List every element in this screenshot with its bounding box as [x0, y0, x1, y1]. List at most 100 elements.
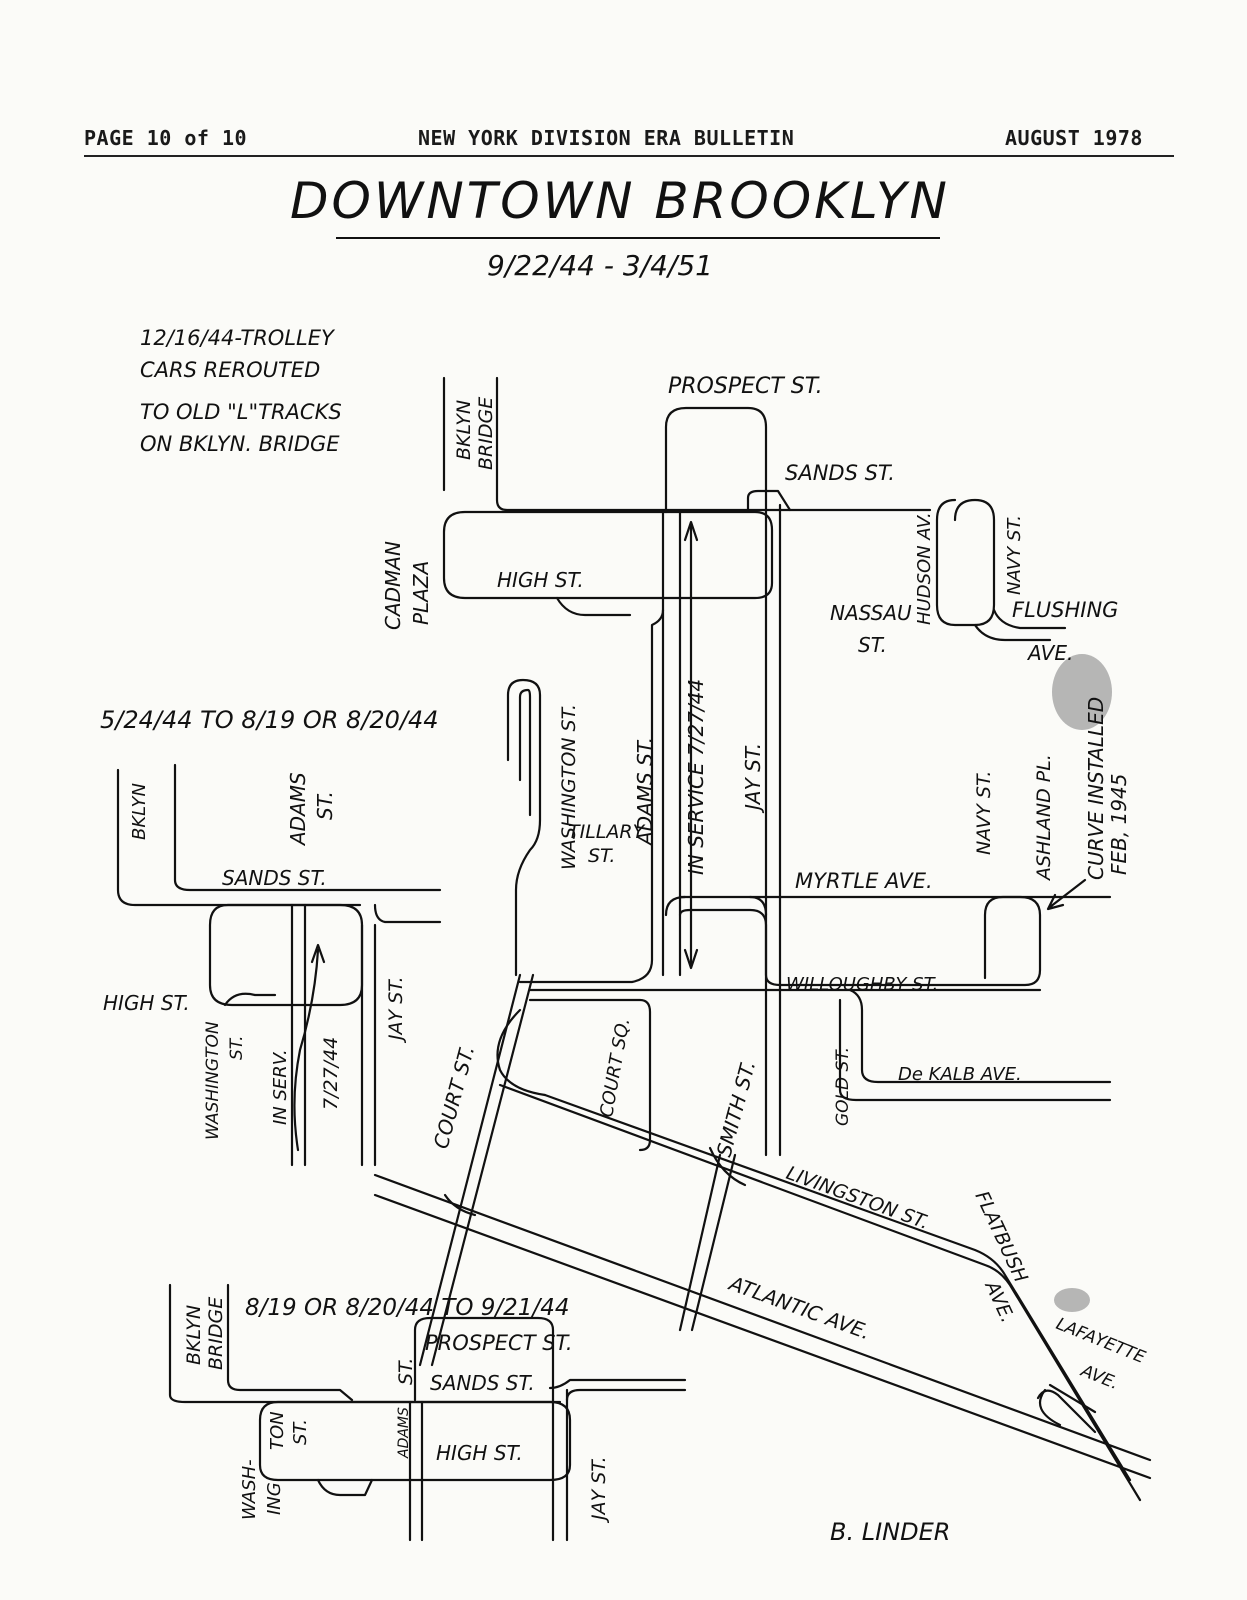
- note-line-1: 12/16/44-TROLLEY: [140, 326, 336, 350]
- flushing-ave-track-2: [973, 623, 1052, 642]
- label-curve-installed: CURVE INSTALLED: [1084, 697, 1108, 880]
- author-signature: B. LINDER: [830, 1518, 950, 1546]
- label-adams-st: ADAMS ST.: [633, 737, 657, 847]
- dekalb-ave-track-1: [848, 988, 1112, 1084]
- inset-2-sands-track: [548, 1378, 687, 1390]
- willoughby-loop: [678, 895, 1042, 987]
- label-myrtle-ave: MYRTLE AVE.: [795, 869, 933, 893]
- inset-1-label-washington-st: ST.: [227, 1035, 247, 1060]
- note-line-4: ON BKLYN. BRIDGE: [140, 432, 340, 456]
- label-navy-st-mid: NAVY ST.: [973, 771, 995, 855]
- inset-1-label-in-serv-date: 7/27/44: [320, 1037, 342, 1110]
- label-curve-date: FEB, 1945: [1107, 774, 1131, 875]
- label-in-service: IN SERVICE 7/27/44: [684, 679, 708, 875]
- publication-title: NEW YORK DIVISION ERA BULLETIN: [418, 126, 795, 150]
- washington-loop: [506, 678, 542, 977]
- note-line-2: CARS REROUTED: [140, 358, 320, 382]
- label-nassau: NASSAU: [830, 601, 912, 625]
- inset-2: 8/19 OR 8/20/44 TO 9/21/44: [168, 1283, 687, 1542]
- inset-2-label-wash: WASH-: [239, 1459, 260, 1520]
- inset-2-label-high-st: HIGH ST.: [436, 1441, 523, 1465]
- sands-st-track: [746, 489, 792, 512]
- label-jay-st: JAY ST.: [741, 743, 765, 814]
- high-st-loop: [442, 510, 774, 600]
- smith-st-west: [678, 1153, 722, 1332]
- inset-1-in-serv-arrow: [293, 943, 326, 1152]
- label-flushing: FLUSHING: [1012, 598, 1118, 622]
- label-navy-st-top: NAVY ST.: [1004, 515, 1025, 595]
- lafayette-ave-track-1: [1048, 1383, 1097, 1414]
- inset-2-label-ton: TON: [267, 1411, 288, 1450]
- inset-2-label-ing: ING: [264, 1482, 285, 1515]
- inset-2-label-bklyn: BKLYN: [183, 1305, 205, 1365]
- atlantic-ave-track-1: [373, 1173, 1152, 1462]
- label-hudson-av: HUDSON AV.: [914, 512, 935, 625]
- inset-1-label-in-serv: IN SERV.: [270, 1049, 291, 1125]
- inset-2-label-st: ST.: [395, 1358, 417, 1385]
- inset-2-label-adams: ADAMS: [396, 1407, 412, 1459]
- inset-1-label-high-st: HIGH ST.: [103, 991, 190, 1015]
- label-tillary: TILLARY: [568, 821, 646, 843]
- lafayette-ave-track-2: [1036, 1389, 1097, 1434]
- label-bklyn: BKLYN: [453, 400, 475, 460]
- label-prospect-st: PROSPECT ST.: [668, 374, 823, 399]
- inset-1-label-adams-st: ST.: [313, 791, 337, 820]
- inset-2-label-sands-st: SANDS ST.: [430, 1371, 535, 1395]
- label-sands-st: SANDS ST.: [785, 461, 895, 485]
- inset-2-label-st-2: ST.: [290, 1419, 311, 1445]
- issue-date: AUGUST 1978: [1005, 126, 1143, 150]
- court-st-curve: [496, 1008, 547, 1097]
- inset-1-labels: BKLYN ADAMS ST. SANDS ST. HIGH ST. JAY S…: [103, 772, 407, 1140]
- smith-st-east: [690, 1153, 737, 1332]
- inset-1-date: 5/24/44 TO 8/19 OR 8/20/44: [100, 706, 439, 734]
- inset-1-label-bklyn: BKLYN: [129, 783, 150, 840]
- label-gold-st: GOLD ST.: [833, 1047, 853, 1126]
- dekalb-ave-track-2: [838, 998, 1112, 1102]
- map-title: DOWNTOWN BROOKLYN: [290, 172, 950, 230]
- label-lafayette: LAFAYETTE: [1053, 1314, 1148, 1368]
- main-map-tracks: [373, 376, 1152, 1502]
- label-nassau-st: ST.: [858, 633, 887, 657]
- note-line-3: TO OLD "L"TRACKS: [140, 400, 342, 424]
- label-flushing-ave: AVE.: [1026, 641, 1073, 665]
- label-flatbush: FLATBUSH: [970, 1188, 1031, 1286]
- atlantic-ave-track-2: [373, 1193, 1152, 1480]
- in-service-arrowhead-top: [683, 520, 699, 542]
- inset-2-label-jay-st: JAY ST.: [588, 1456, 610, 1524]
- inset-1-bridge-east: [173, 763, 442, 892]
- ink-stain-1: [1052, 654, 1112, 730]
- label-lafayette-ave: AVE.: [1077, 1361, 1121, 1394]
- label-court-sq: COURT SQ.: [596, 1016, 634, 1119]
- inset-1-high-loop: [208, 903, 364, 1007]
- inset-2-date: 8/19 OR 8/20/44 TO 9/21/44: [245, 1295, 569, 1321]
- main-map-labels: BKLYN BRIDGE CADMAN PLAZA PROSPECT ST. S…: [381, 374, 1148, 1394]
- label-willoughby-st: WILLOUGHBY ST.: [786, 974, 938, 995]
- label-cadman: CADMAN: [381, 541, 405, 630]
- label-bridge: BRIDGE: [475, 397, 497, 470]
- flushing-ave-track-1: [992, 608, 1067, 630]
- reroute-note: 12/16/44-TROLLEY CARS REROUTED TO OLD "L…: [140, 326, 342, 456]
- label-plaza: PLAZA: [409, 561, 433, 625]
- inset-2-prospect-loop: [413, 1316, 555, 1402]
- inset-1-label-washington: WASHINGTON: [203, 1021, 223, 1140]
- inset-2-label-bridge: BRIDGE: [205, 1297, 227, 1370]
- livingston-st-track-2: [543, 1093, 1132, 1482]
- label-washington-st: WASHINGTON ST.: [558, 704, 580, 870]
- inset-1-label-sands-st: SANDS ST.: [222, 866, 327, 890]
- label-court-st: COURT ST.: [429, 1043, 480, 1151]
- smith-st-curve: [708, 1146, 747, 1187]
- label-smith-st: SMITH ST.: [712, 1058, 761, 1159]
- washington-inner: [518, 688, 532, 817]
- inset-1-jay-east: [373, 903, 442, 1167]
- prospect-st-loop: [664, 406, 768, 514]
- flatbush-curve: [1038, 1388, 1062, 1427]
- court-sq-loop: [528, 998, 652, 1152]
- inset-2-labels: BKLYN BRIDGE ST. PROSPECT ST. SANDS ST. …: [183, 1297, 610, 1524]
- label-high-st: HIGH ST.: [497, 568, 584, 592]
- bklyn-bridge-track-east: [495, 376, 932, 512]
- in-service-arrowhead-bottom: [683, 948, 699, 970]
- hudson-navy-loop: [935, 498, 996, 627]
- high-st-spur: [555, 596, 632, 617]
